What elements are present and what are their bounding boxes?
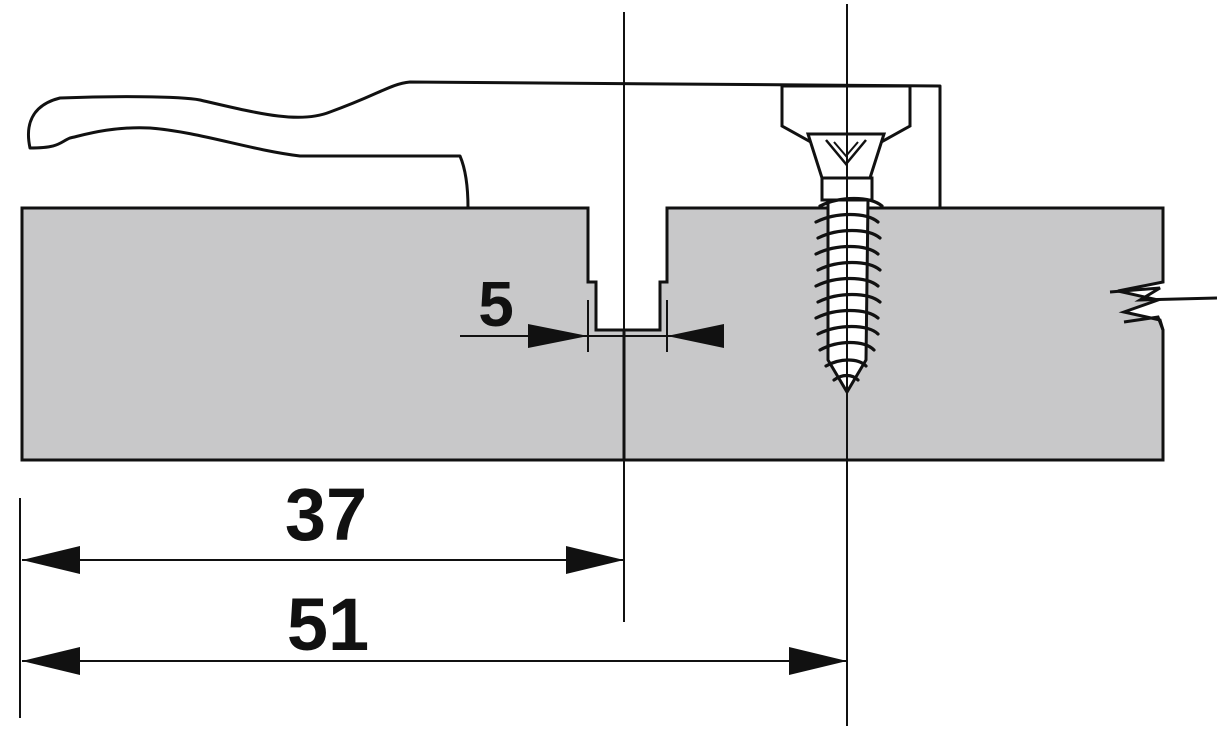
center-lines bbox=[19, 4, 848, 726]
screw-offset-arrow-left bbox=[22, 647, 80, 675]
gap-arrow-left bbox=[528, 324, 588, 348]
screw-threads bbox=[814, 196, 884, 382]
break-mark bbox=[1109, 208, 1217, 331]
gap-dimension: 5 bbox=[460, 268, 724, 352]
gap-label: 5 bbox=[478, 268, 514, 340]
screw-offset-dimension: 51 bbox=[22, 583, 847, 675]
slot-offset-arrow-right bbox=[566, 546, 624, 574]
slot-offset-dimension: 37 bbox=[22, 473, 624, 574]
gap-arrow-right bbox=[667, 324, 724, 348]
slot-offset-arrow-left bbox=[22, 546, 80, 574]
slot-offset-label: 37 bbox=[285, 473, 367, 556]
screw-offset-label: 51 bbox=[287, 583, 369, 666]
hinge-plate-outline bbox=[27, 80, 942, 209]
slot-walls bbox=[586, 208, 669, 282]
screw-offset-arrow-right bbox=[789, 647, 847, 675]
